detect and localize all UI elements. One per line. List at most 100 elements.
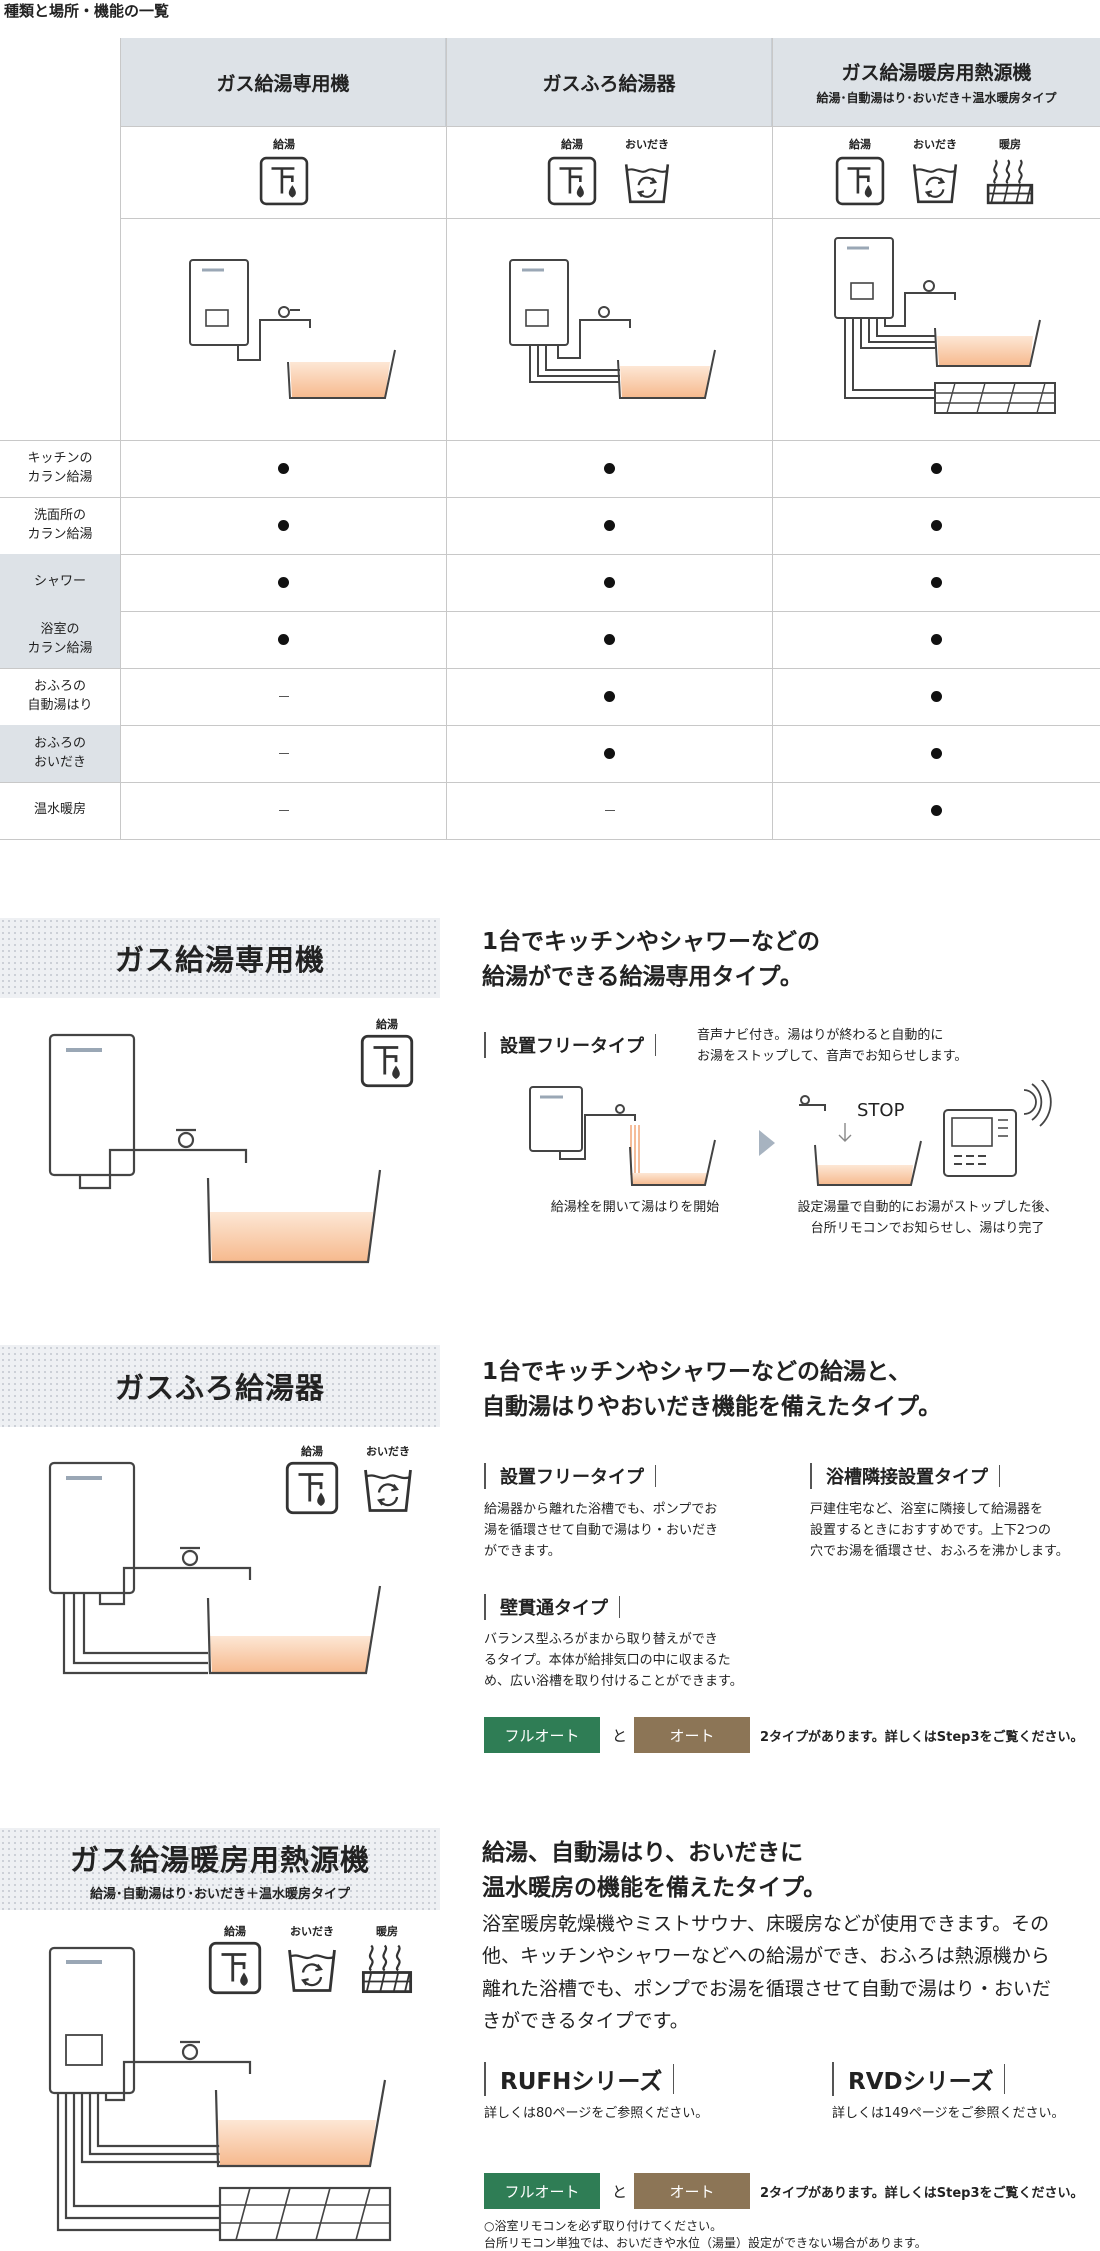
available-mark: [931, 463, 942, 474]
table-cell: [121, 668, 446, 725]
table-cell: [773, 497, 1100, 554]
grid-line: [0, 839, 1100, 840]
sec3-subtitle: 給湯･自動湯はり･おいだき＋温水暖房タイプ: [89, 1886, 350, 1902]
oidaki-icon: [622, 156, 672, 206]
body-line: 離れた浴槽でも、ポンプでお湯を循環させて自動で湯はり・おいだ: [482, 1977, 1051, 2000]
row-label-l2: おいだき: [33, 754, 86, 770]
table-cell: [447, 668, 772, 725]
available-mark: [604, 520, 615, 531]
sec3-title-band: ガス給湯暖房用熱源機 給湯･自動湯はり･おいだき＋温水暖房タイプ: [0, 1828, 440, 1910]
table-cell: [447, 554, 772, 611]
auto-button[interactable]: オート: [634, 2173, 750, 2209]
desc-line: るタイプ。本体が給排気口の中に収まるた: [484, 1652, 731, 1668]
grid-line: [0, 668, 1100, 669]
full-auto-button[interactable]: フルオート: [484, 2173, 600, 2209]
table-cell: [773, 611, 1100, 668]
arrow-icon: [759, 1130, 775, 1156]
table-cell: [121, 440, 446, 497]
sec2-type-1: 設置フリータイプ: [484, 1463, 656, 1489]
table-cell: [121, 782, 446, 839]
desc-line: 設置するときにおすすめです。上下2つの: [810, 1522, 1051, 1538]
body-line: 浴室暖房乾燥機やミストサウナ、床暖房などが使用できます。その: [482, 1913, 1050, 1935]
row-label-l1: 浴室の: [40, 621, 80, 637]
sec3-illustration: [48, 1946, 392, 2242]
sec3-series-2: RVDシリーズ: [832, 2062, 1006, 2096]
col2-icons-kyuto: 給湯: [547, 136, 597, 206]
sec1-caption-right-l1: 設定湯量で自動的にお湯がストップした後、: [797, 1200, 1058, 1215]
illustration-bath-water-heater: [509, 259, 716, 399]
unavailable-mark: [278, 753, 289, 754]
grid-line: [121, 218, 1100, 219]
kyuto-label: 給湯: [849, 138, 871, 151]
table-cell: [773, 782, 1100, 839]
danbo-label: 暖房: [999, 138, 1021, 151]
grid-line: [0, 497, 1100, 498]
kyuto-icon: [835, 156, 885, 206]
sec3-icon-label-oidaki: おいだき: [290, 1925, 334, 1938]
sec1-title: ガス給湯専用機: [114, 943, 325, 977]
sec3-footnote: ○浴室リモコンを必ず取り付けてください。 台所リモコン単独では、おいだきや水位（…: [484, 2218, 927, 2251]
sec1-type-desc: 音声ナビ付き。湯はりが終わると自動的に お湯をストップして、音声でお知らせします…: [697, 1026, 967, 1068]
available-mark: [931, 634, 942, 645]
sec3-icon-label-kyuto: 給湯: [224, 1925, 246, 1938]
table-cell: [773, 554, 1100, 611]
row-label: シャワー: [0, 554, 120, 611]
kyuto-icon: [360, 1034, 414, 1088]
available-mark: [604, 634, 615, 645]
and-text: と: [612, 2183, 628, 2201]
sec3-lead-l1: 給湯、自動湯はり、おいだきに: [482, 1840, 804, 1866]
row-label: おふろのおいだき: [0, 725, 120, 782]
row-label: キッチンのカラン給湯: [0, 440, 120, 497]
row-label-l2: 自動湯はり: [27, 697, 93, 713]
table-cell: [121, 725, 446, 782]
row-label-l1: おふろの: [33, 678, 86, 694]
sec2-type-3: 壁貫通タイプ: [484, 1594, 620, 1620]
unavailable-mark: [278, 696, 289, 697]
sec2-type-3-desc: バランス型ふろがまから取り替えができ るタイプ。本体が給排気口の中に収まるた め…: [484, 1630, 784, 1692]
table-cell: [121, 497, 446, 554]
table-cell: [447, 611, 772, 668]
sec1-lead: 1台でキッチンやシャワーなどの 給湯ができる給湯専用タイプ。: [482, 925, 820, 994]
kyuto-icon: [547, 156, 597, 206]
sec2-lead: 1台でキッチンやシャワーなどの給湯と、 自動湯はりやおいだき機能を備えたタイプ。: [482, 1355, 941, 1424]
sec2-type-2-desc: 戸建住宅など、浴室に隣接して給湯器を 設置するときにおすすめです。上下2つの 穴…: [810, 1500, 1100, 1562]
oidaki-label: おいだき: [625, 138, 669, 151]
row-label: 洗面所のカラン給湯: [0, 497, 120, 554]
desc-line: ができます。: [484, 1543, 561, 1559]
sec1-lead-l2: 給湯ができる給湯専用タイプ。: [482, 963, 803, 990]
sec2-type-2-name: 浴槽隣接設置タイプ: [810, 1463, 1000, 1489]
desc-line: 穴でお湯を循環させ、おふろを沸かします。: [810, 1543, 1069, 1559]
sec1-type-desc-l1: 音声ナビ付き。湯はりが終わると自動的に: [697, 1028, 944, 1043]
sec2-illustration: [48, 1461, 382, 1675]
kyuto-label: 給湯: [561, 138, 583, 151]
row-label-l1: 温水暖房: [33, 802, 86, 818]
available-mark: [278, 520, 289, 531]
auto-button[interactable]: オート: [634, 1717, 750, 1753]
sec1-lead-l1: 1台でキッチンやシャワーなどの: [482, 929, 821, 955]
sec1-caption-right-l2: 台所リモコンでお知らせし、湯はり完了: [810, 1220, 1045, 1236]
available-mark: [604, 463, 615, 474]
sec2-type-1-desc: 給湯器から離れた浴槽でも、ポンプでお 湯を循環させて自動で湯はり・おいだき がで…: [484, 1500, 784, 1562]
available-mark: [604, 577, 615, 588]
illustration-water-heater-only: [189, 259, 396, 399]
row-label-l1: シャワー: [33, 574, 86, 590]
footnote-line: ○浴室リモコンを必ず取り付けてください。: [484, 2219, 723, 2233]
full-auto-button[interactable]: フルオート: [484, 1717, 600, 1753]
desc-line: バランス型ふろがまから取り替えができ: [484, 1632, 718, 1647]
grid-line: [0, 440, 1100, 441]
sec2-lead-l2: 自動湯はりやおいだき機能を備えたタイプ。: [482, 1393, 942, 1420]
sec1-type: 設置フリータイプ: [484, 1032, 656, 1058]
available-mark: [931, 520, 942, 531]
sec3-title: ガス給湯暖房用熱源機: [69, 1842, 370, 1877]
stop-label: STOP: [857, 1100, 905, 1121]
sec2-type-3-name: 壁貫通タイプ: [484, 1594, 620, 1620]
sec2-type-2: 浴槽隣接設置タイプ: [810, 1463, 1000, 1489]
sec3-series-1-ref: 詳しくは80ページをご参照ください。: [484, 2106, 709, 2121]
available-mark: [278, 634, 289, 645]
table-cell: [773, 668, 1100, 725]
sec2-note: 2タイプがあります。詳しくはStep3をご覧ください。: [760, 1730, 1084, 1745]
col2-icons-oidaki: おいだき: [619, 136, 675, 206]
grid-line: [0, 554, 1100, 555]
sec1-step2-illustration: [799, 1095, 922, 1186]
row-label: 温水暖房: [0, 782, 120, 839]
